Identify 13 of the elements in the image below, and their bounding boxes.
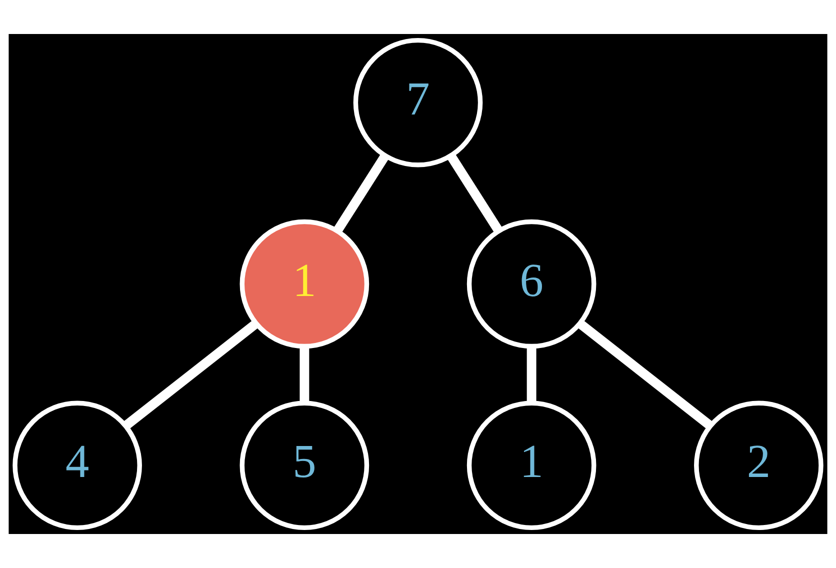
node-circle: 1: [466, 400, 596, 530]
connector: [526, 346, 536, 403]
node-circle: 5: [240, 400, 370, 530]
node-circle: 2: [694, 400, 824, 530]
connector: [123, 320, 259, 430]
connector: [300, 346, 310, 403]
node-circle: 1: [240, 219, 370, 349]
connector: [577, 320, 713, 430]
node-circle: 7: [353, 38, 483, 168]
node-circle: 4: [12, 400, 142, 530]
connector: [446, 153, 503, 234]
node-circle: 6: [466, 219, 596, 349]
connector: [333, 153, 390, 234]
